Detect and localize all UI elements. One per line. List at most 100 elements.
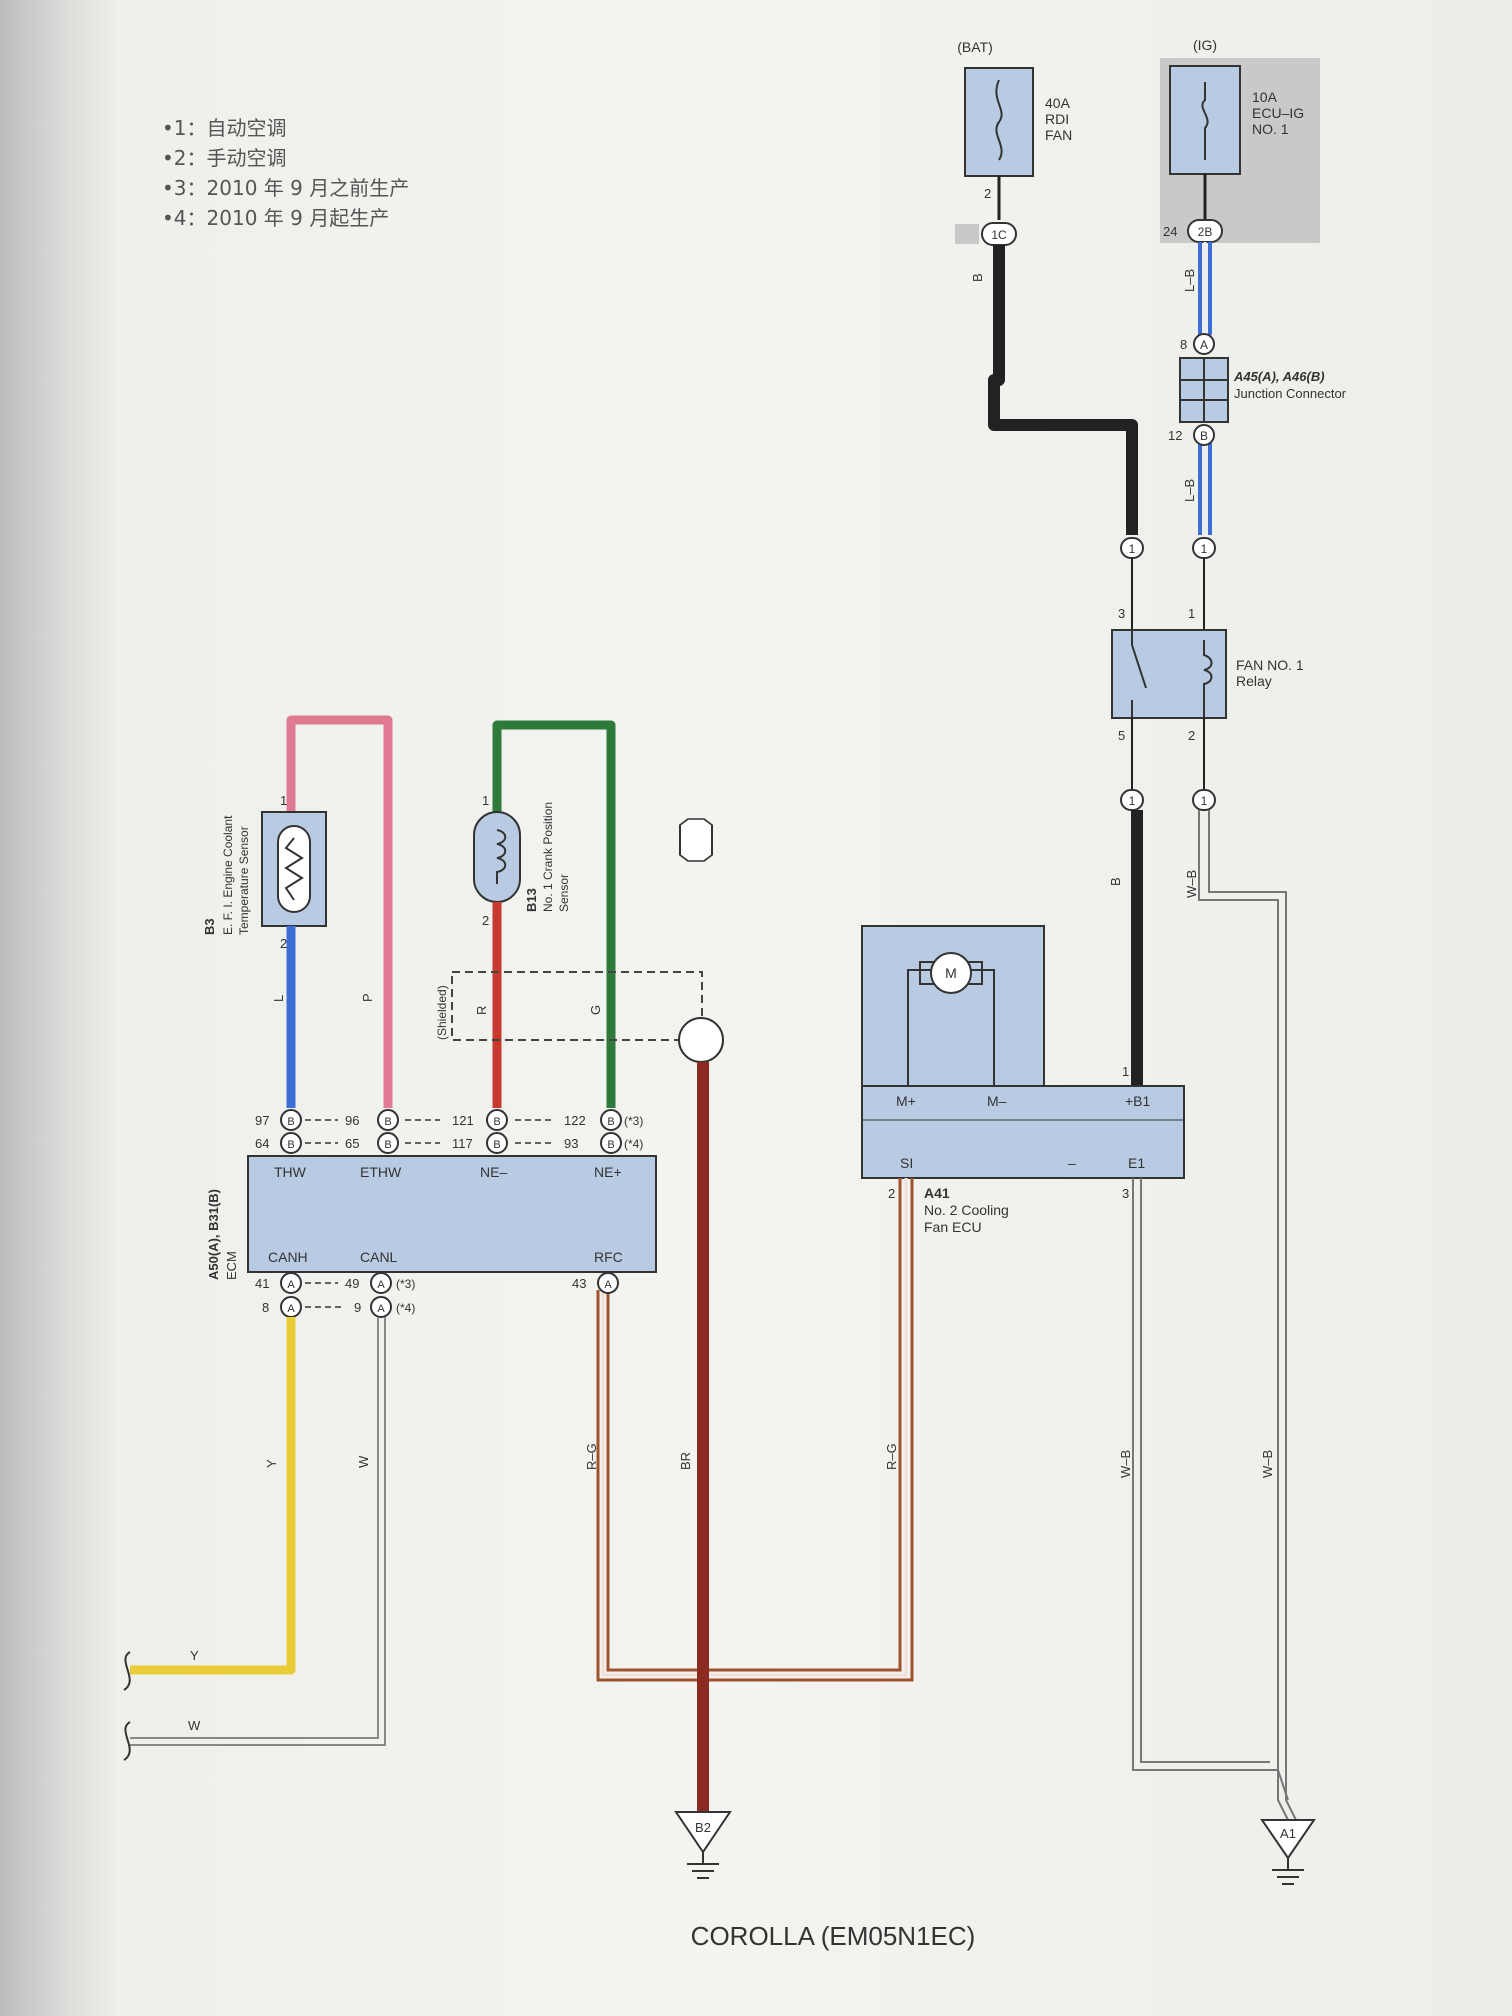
svg-text:A: A [377,1279,385,1291]
fuse-ig-name-2: NO. 1 [1252,121,1289,137]
svg-text:A1: A1 [1280,1826,1296,1841]
fuse-ig-header: (IG) [1193,37,1217,53]
svg-text:R–G: R–G [584,1443,599,1470]
svg-text:41: 41 [255,1276,269,1291]
svg-text:1: 1 [1201,794,1208,808]
svg-text:3: 3 [1122,1186,1129,1201]
svg-text:1: 1 [1122,1064,1129,1079]
fuse-bat: (BAT) 40A RDI FAN 2 2 1C [955,39,1072,246]
fuse-bat-rating: 40A [1045,95,1071,111]
svg-text:96: 96 [345,1113,359,1128]
svg-text:–: – [1068,1155,1076,1171]
svg-text:117: 117 [452,1136,473,1151]
svg-text:BR: BR [678,1452,693,1470]
svg-text:A: A [287,1303,295,1315]
fuse-bat-pin: 2 [984,186,991,201]
svg-text:E. F. I. Engine Coolant: E. F. I. Engine Coolant [221,815,235,935]
svg-text:(*3): (*3) [624,1114,643,1128]
svg-text:B: B [384,1139,391,1151]
svg-text:B3: B3 [202,918,217,935]
svg-text:93: 93 [564,1136,578,1151]
fan-ecu-name-2: Fan ECU [924,1219,982,1235]
svg-text:L: L [271,995,286,1002]
svg-text:B: B [287,1116,294,1128]
svg-text:W–B: W–B [1118,1450,1133,1478]
svg-text:B: B [384,1116,391,1128]
fan-ecu-code: A41 [924,1185,950,1201]
note-4: •4：2010 年 9 月起生产 [162,206,389,230]
svg-text:Temperature Sensor: Temperature Sensor [237,826,251,935]
svg-text:49: 49 [345,1276,359,1291]
svg-text:M–: M– [987,1093,1007,1109]
svg-text:1: 1 [1129,794,1136,808]
wire-lb [1198,242,1212,535]
ground-b2: B2 [674,1811,732,1879]
svg-text:B13: B13 [524,888,539,912]
svg-text:2: 2 [482,913,489,928]
svg-text:CANH: CANH [268,1249,308,1265]
svg-text:E1: E1 [1128,1155,1145,1171]
ecm: A50(A), B31(B) ECM 97 96 121 122 64 65 1… [206,1109,657,1318]
fuse-bat-symbol [995,79,1003,161]
svg-text:43: 43 [572,1276,586,1291]
svg-text:SI: SI [900,1155,913,1171]
svg-text:P: P [360,993,375,1002]
wire-b-label-1: B [970,273,985,282]
svg-text:No. 1 Crank Position: No. 1 Crank Position [541,802,555,912]
svg-text:2: 2 [888,1186,895,1201]
svg-text:R–G: R–G [884,1443,899,1470]
note-2: •2：手动空调 [162,146,287,170]
fuse-bat-header: (BAT) [957,39,993,55]
coolant-temp-sensor: 1 2 B3 E. F. I. Engine Coolant Temperatu… [202,715,393,1108]
svg-text:(Shielded): (Shielded) [435,985,449,1040]
svg-text:8: 8 [262,1300,269,1315]
svg-text:B: B [493,1139,500,1151]
svg-text:A: A [287,1279,295,1291]
svg-text:1: 1 [1201,542,1208,556]
svg-text:B: B [493,1116,500,1128]
junction-subtitle: Junction Connector [1234,386,1347,401]
fuse-ig-symbol [1201,82,1209,160]
junction-title: A45(A), A46(B) [1233,369,1325,384]
relay-box [1111,629,1227,719]
ground-a1: A1 [1260,1819,1316,1885]
svg-text:ETHW: ETHW [360,1164,402,1180]
fan-ecu-motor-housing [861,925,1045,1087]
svg-text:122: 122 [564,1113,586,1128]
svg-text:1: 1 [1188,606,1195,621]
notes-legend: •1：自动空调 •2：手动空调 •3：2010 年 9 月之前生产 •4：201… [162,116,409,230]
motor-icon [930,952,972,994]
svg-text:9: 9 [354,1300,361,1315]
svg-text:RFC: RFC [594,1249,623,1265]
fan-ecu-name-1: No. 2 Cooling [924,1202,1009,1218]
junction-pin-top: 8 [1180,337,1187,352]
wire-lb-label-1: L–B [1182,269,1197,292]
note-1: •1：自动空调 [162,116,287,140]
svg-text:NE+: NE+ [594,1164,622,1180]
svg-text:R: R [474,1006,489,1015]
svg-text:W: W [356,1455,371,1468]
svg-text:Y: Y [190,1648,199,1663]
svg-text:64: 64 [255,1136,269,1151]
ecm-box [247,1155,657,1273]
svg-text:65: 65 [345,1136,359,1151]
fan-ecu-body [861,1085,1185,1179]
svg-text:NE–: NE– [480,1164,507,1180]
fan-relay: 1 1 3 1 FAN NO. 1 Relay 5 2 1 1 [1111,537,1304,811]
svg-text:1: 1 [280,793,287,808]
fuse-bat-name-1: RDI [1045,111,1069,127]
fuse-bat-name-2: FAN [1045,127,1072,143]
connector-1c-label: 1C [991,228,1007,242]
connector-2b-label: 2B [1198,225,1213,239]
fuse-ig-name-1: ECU–IG [1252,105,1304,121]
svg-text:(*4): (*4) [624,1137,643,1151]
svg-text:THW: THW [274,1164,307,1180]
svg-text:5: 5 [1118,728,1125,743]
svg-text:ECM: ECM [224,1251,239,1280]
svg-text:2: 2 [280,936,287,951]
svg-text:A: A [604,1279,612,1291]
svg-text:W–B: W–B [1260,1450,1275,1478]
svg-text:(*4): (*4) [396,1301,415,1315]
footer-title: COROLLA (EM05N1EC) [691,1921,976,1951]
